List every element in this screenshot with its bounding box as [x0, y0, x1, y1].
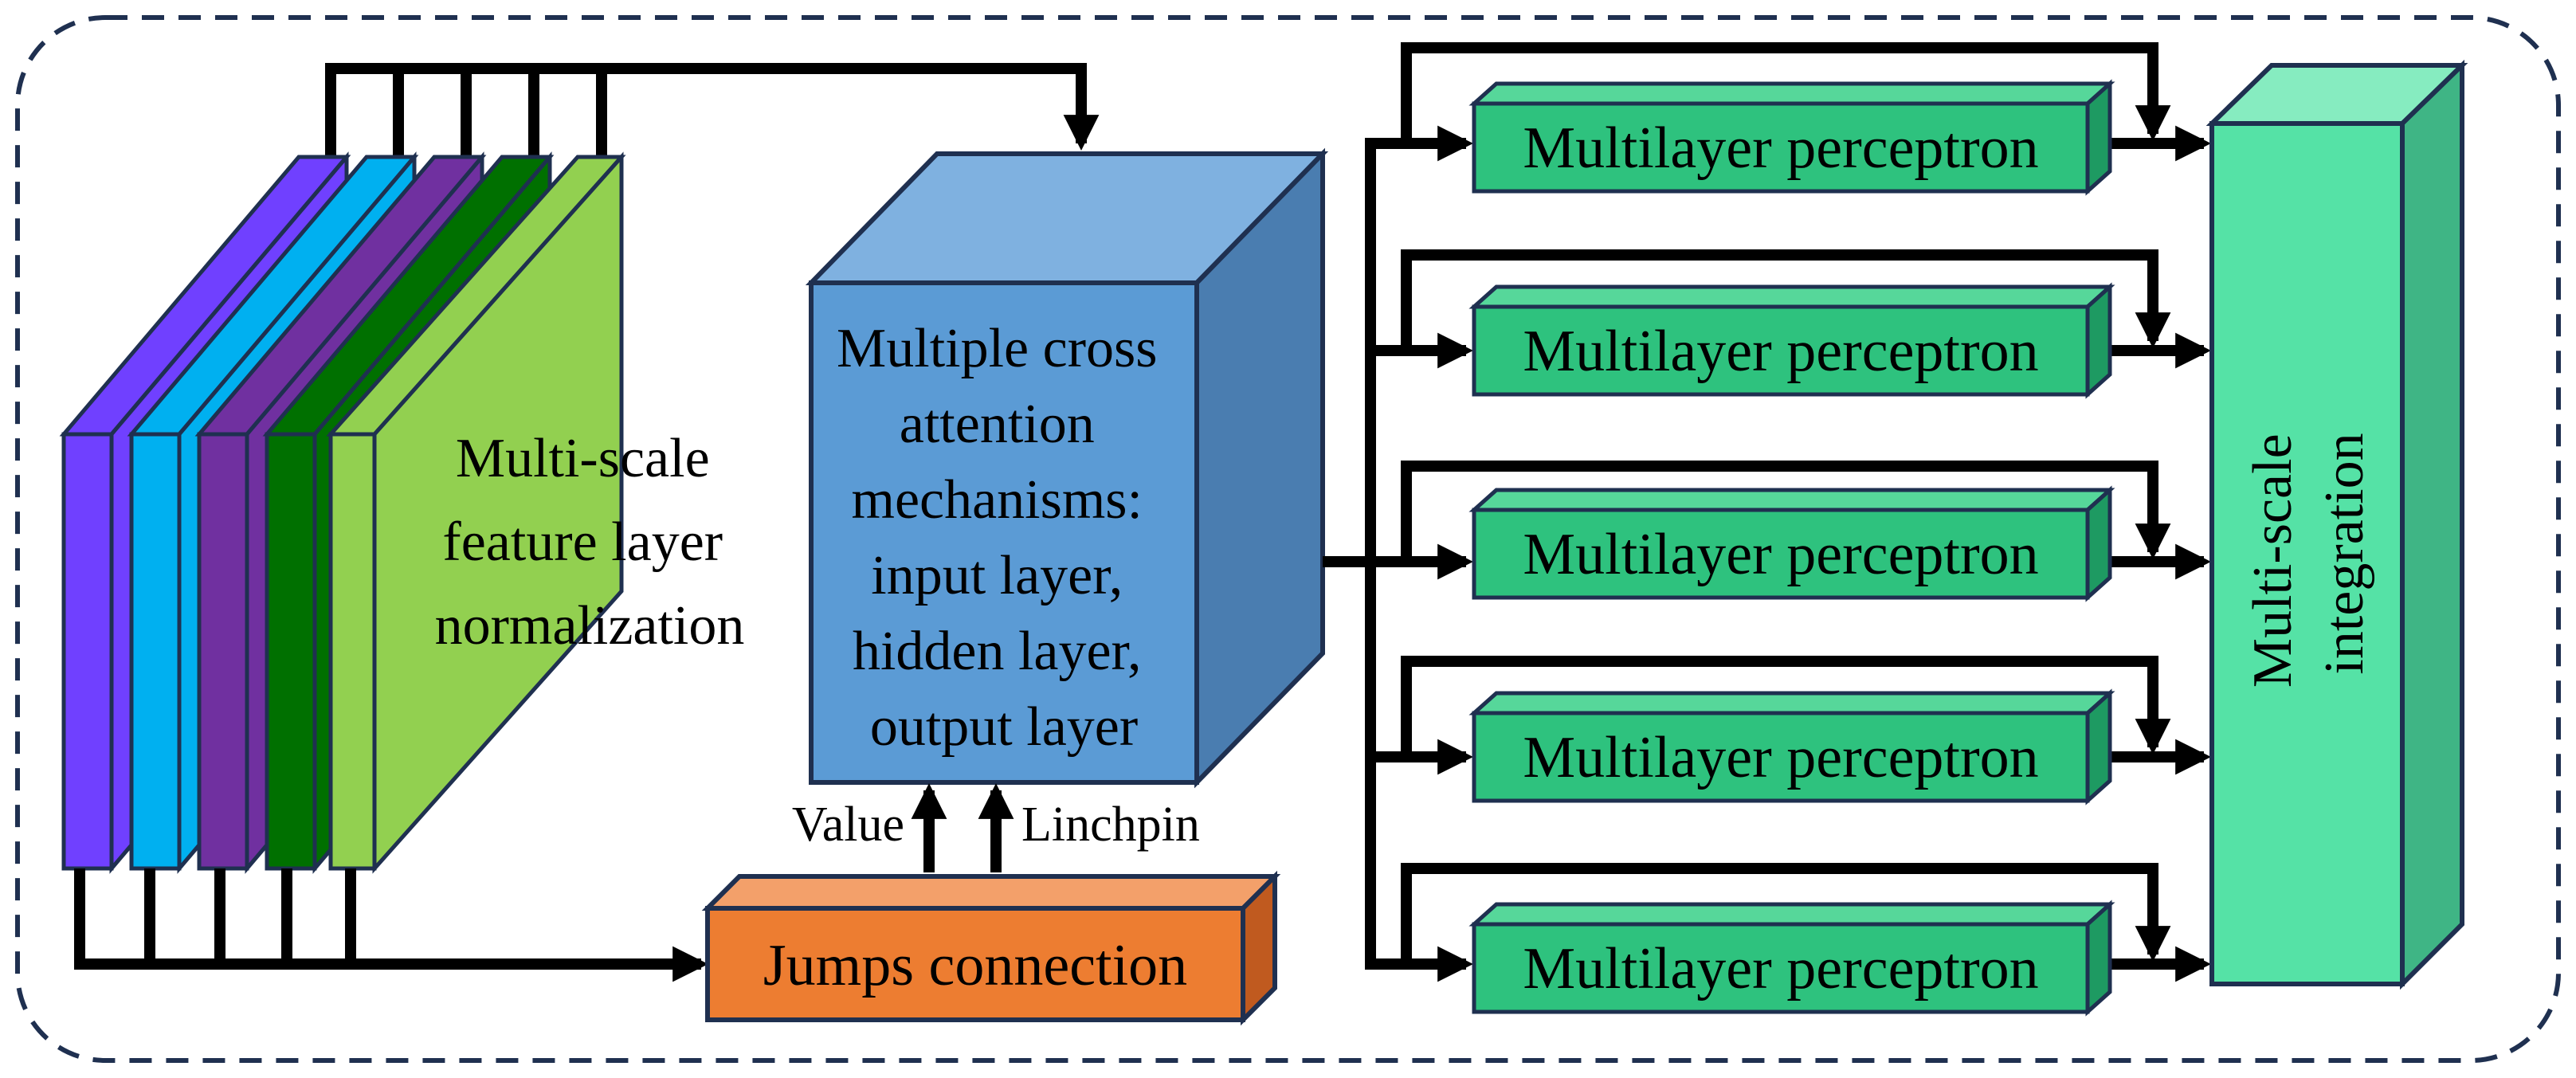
feature-layer-stack: Multi-scale feature layer normalization — [59, 63, 1100, 982]
mlp-5-side-face — [2085, 900, 2112, 1017]
mlp-2-top-face — [1468, 284, 2115, 309]
linchpin-label: Linchpin — [1021, 798, 1200, 852]
mlp-1-front-face — [1472, 101, 2090, 194]
mlp-1-side-face — [2085, 79, 2112, 196]
mlp-3-front-face — [1472, 508, 2090, 600]
mlp-row-4: Multilayer perceptron — [1365, 656, 2211, 806]
jumps-top-face — [701, 874, 1281, 911]
jumps-front-face — [705, 906, 1245, 1022]
jumps-block: Jumps connection — [701, 870, 1281, 1026]
mlp-4-top-face — [1468, 691, 2115, 715]
mlp-4-label: Multilayer perceptron — [1523, 725, 2038, 790]
feature-layer-1-front — [61, 432, 114, 871]
mlp-1-top-face — [1468, 81, 2115, 106]
feature-layer-4-front — [265, 432, 317, 871]
feature-layer-5-front — [328, 432, 377, 871]
mlp-2-front-face — [1472, 304, 2090, 397]
mlp-2-side-face — [2085, 282, 2112, 399]
feature-label-line-2: feature layer — [442, 512, 723, 573]
attention-label-line-4: input layer, — [871, 545, 1123, 606]
value-label: Value — [792, 798, 904, 852]
integration-label-line-2: integration — [2314, 433, 2375, 674]
mlp-4-front-face — [1472, 711, 2090, 803]
mlp-row-2: Multilayer perceptron — [1365, 249, 2211, 399]
attention-label-line-1: Multiple cross — [837, 318, 1157, 379]
attention-front-face — [809, 280, 1199, 785]
feature-label-line-3: normalization — [435, 595, 745, 657]
feature-layer-5-side — [372, 151, 624, 874]
attention-block-label: Multiple cross attention mechanisms: inp… — [837, 318, 1171, 758]
bottom-feature-connectors — [74, 868, 708, 982]
integration-front-face — [2209, 121, 2405, 986]
mlp-row-3: Multilayer perceptron — [1365, 461, 2211, 602]
attention-input-arrows — [911, 783, 1014, 872]
integration-block: Multi-scale integration — [2205, 59, 2468, 990]
integration-side-face — [2400, 59, 2464, 990]
attention-block: Multiple cross attention mechanisms: inp… — [805, 147, 1329, 789]
top-feature-connectors — [325, 63, 1100, 157]
mlp-3-side-face — [2085, 485, 2112, 602]
mlp-4-side-face — [2085, 688, 2112, 806]
feature-layer-3-front — [197, 432, 249, 871]
integration-block-label: Multi-scale integration — [2242, 420, 2375, 688]
mlp-row-1: Multilayer perceptron — [1365, 42, 2211, 196]
fanout-connectors — [1323, 143, 1376, 964]
outer-dashed-frame — [15, 15, 2561, 1063]
attention-label-line-6: output layer — [870, 696, 1138, 758]
feature-block-label: Multi-scale feature layer normalization — [435, 428, 745, 657]
feature-layer-5 — [326, 151, 626, 874]
mlp-5-label: Multilayer perceptron — [1523, 936, 2038, 1002]
feature-layer-2-front — [129, 432, 182, 871]
mlp-3-label: Multilayer perceptron — [1523, 522, 2038, 587]
attention-label-line-3: mechanisms: — [852, 469, 1143, 531]
mlp-5-top-face — [1468, 902, 2115, 927]
mlp-2-label: Multilayer perceptron — [1523, 319, 2038, 384]
mlp-1-label: Multilayer perceptron — [1523, 116, 2038, 181]
attention-label-line-2: attention — [900, 394, 1095, 455]
mlp-3-top-face — [1468, 488, 2115, 512]
mlp-5-front-face — [1472, 922, 2090, 1014]
feature-label-line-1: Multi-scale — [456, 428, 710, 489]
mlp-row-5: Multilayer perceptron — [1365, 863, 2211, 1017]
integration-label-line-1: Multi-scale — [2242, 433, 2304, 688]
attention-label-line-5: hidden layer, — [853, 621, 1142, 682]
jumps-block-label: Jumps connection — [763, 933, 1187, 998]
